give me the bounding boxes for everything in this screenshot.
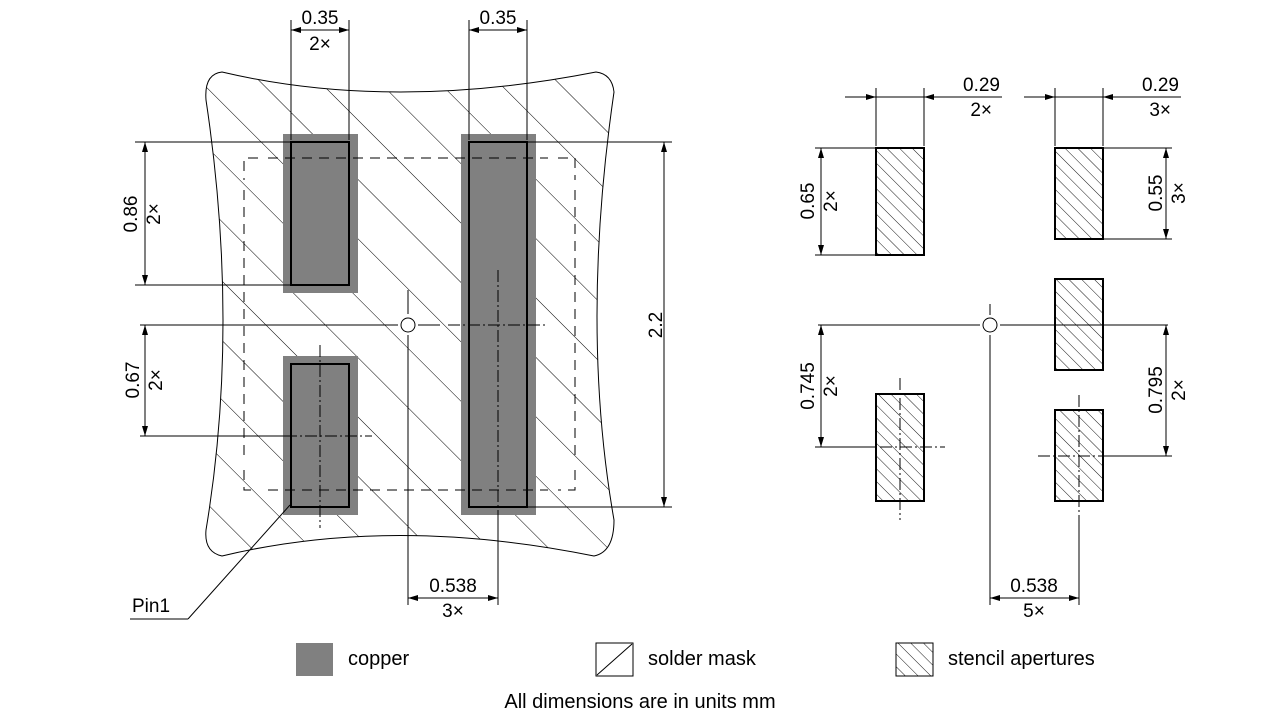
origin-mark-right <box>982 317 998 333</box>
legend: copper solder mask stencil apertures <box>296 642 1095 677</box>
pad-width-right-value: 0.35 <box>480 8 517 29</box>
dim-aperture-width-left: 0.29 2× <box>845 75 1002 146</box>
right-view: 0.29 2× 0.29 3× 0.65 2× <box>798 75 1190 622</box>
dim-aperture-width-right: 0.29 3× <box>1024 75 1181 146</box>
dim-pad-width-right: 0.35 <box>468 8 528 140</box>
pin1-callout: Pin1 <box>130 504 291 620</box>
legend-copper-label: copper <box>348 648 409 670</box>
pad-height-top-count: 2× <box>144 203 165 225</box>
pad-height-bottom-value: 0.67 <box>123 362 144 399</box>
solder-mask-region <box>205 71 615 557</box>
stencil-aperture-top-right <box>1054 147 1104 240</box>
offset-left-count: 2× <box>821 375 842 397</box>
aperture-width-right-value: 0.29 <box>1142 75 1179 96</box>
left-view: 0.35 2× 0.35 0.86 2× 0.6 <box>121 8 672 622</box>
units-note: All dimensions are in units mm <box>504 691 775 713</box>
legend-stencil-label: stencil apertures <box>948 648 1095 670</box>
aperture-width-left-count: 2× <box>970 100 992 121</box>
legend-stencil-swatch <box>895 642 934 677</box>
copper-pad-top-left <box>283 134 358 293</box>
aperture-width-left-value: 0.29 <box>963 75 1000 96</box>
aperture-height-left-value: 0.65 <box>798 183 819 220</box>
aperture-height-left-count: 2× <box>821 190 842 212</box>
legend-solder-mask-label: solder mask <box>648 648 757 670</box>
pitch-left-count: 3× <box>442 601 464 622</box>
pad-height-bottom-count: 2× <box>146 369 167 391</box>
pitch-right-value: 0.538 <box>1010 576 1058 597</box>
pad-height-long-value: 2.2 <box>646 312 667 338</box>
dim-offset-right: 0.795 2× <box>1104 325 1190 457</box>
pitch-right-count: 5× <box>1023 601 1045 622</box>
offset-right-count: 2× <box>1169 379 1190 401</box>
origin-mark-left <box>400 317 416 333</box>
pitch-left-value: 0.538 <box>429 576 477 597</box>
dim-pad-height-top: 0.86 2× <box>121 141 290 286</box>
legend-copper-swatch <box>296 643 333 676</box>
dim-pad-width-left: 0.35 2× <box>290 8 350 140</box>
stencil-aperture-top-left <box>875 147 925 256</box>
dim-pad-height-bottom: 0.67 2× <box>123 325 290 437</box>
pad-width-value: 0.35 <box>302 8 339 29</box>
dim-pitch-right: 0.538 5× <box>990 520 1080 622</box>
dim-aperture-height-right: 0.55 3× <box>1104 147 1190 240</box>
dim-offset-left: 0.745 2× <box>798 325 875 448</box>
dim-aperture-height-left: 0.65 2× <box>798 147 875 256</box>
pad-width-count: 2× <box>309 34 331 55</box>
dim-pitch-left: 0.538 3× <box>408 520 499 622</box>
pad-height-top-value: 0.86 <box>121 196 142 233</box>
offset-right-value: 0.795 <box>1146 366 1167 414</box>
dim-pad-height-long: 2.2 <box>528 141 672 508</box>
aperture-height-right-value: 0.55 <box>1146 175 1167 212</box>
aperture-width-right-count: 3× <box>1149 100 1171 121</box>
aperture-height-right-count: 3× <box>1169 182 1190 204</box>
offset-left-value: 0.745 <box>798 362 819 410</box>
pin1-label: Pin1 <box>132 596 170 617</box>
